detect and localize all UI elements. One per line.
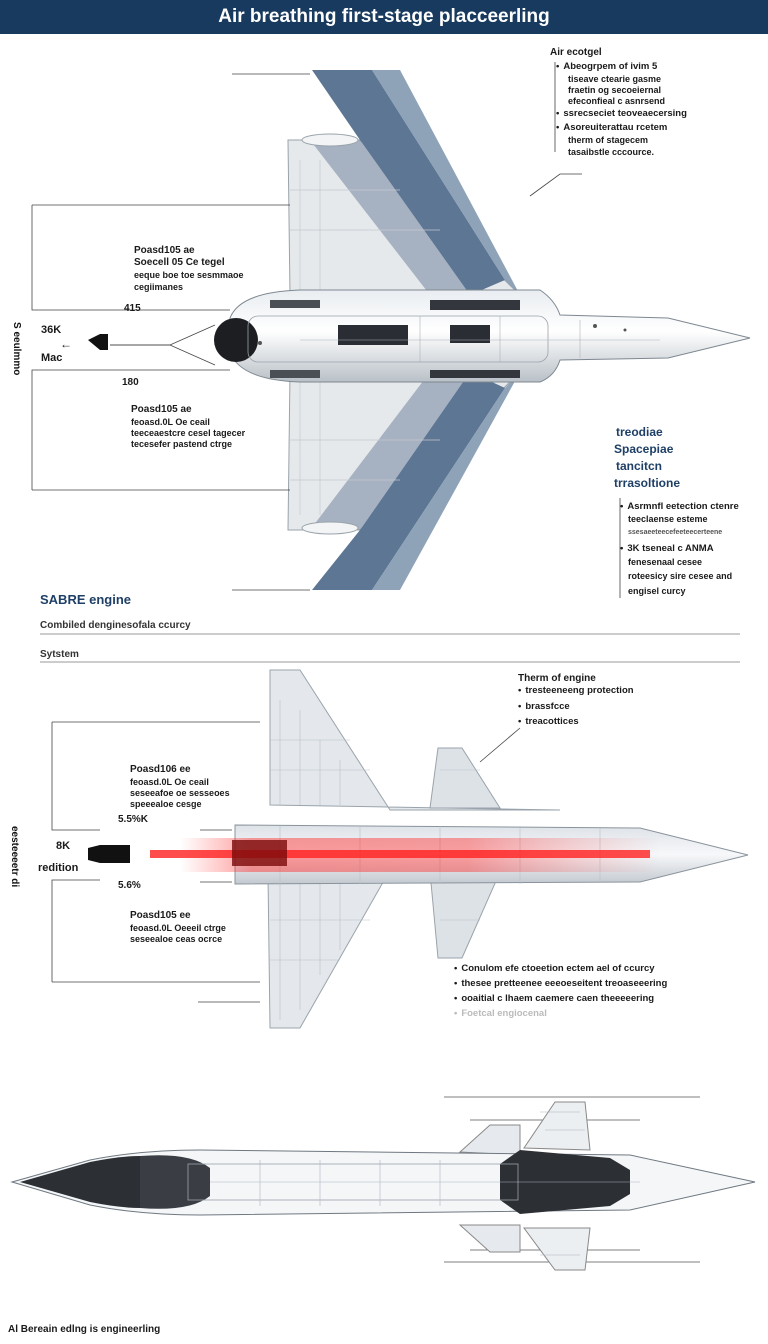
note-line: Poasd105 ae [134,245,195,256]
callout-bullet: tresteeneeng protection [518,684,633,697]
note-line: tecesefer pastend ctrge [131,439,233,449]
callout-bullet: brassfcce [518,700,569,713]
aircraft-top-view [88,70,751,590]
dimension-bottom-2: 5.6% [118,880,141,891]
side-bullet: Asrmnfl eetection ctenre [620,500,738,513]
side-heading-line: Spacepiae [614,442,674,456]
callout-title-2: Therm of engine [518,673,596,684]
side-bullet-cont: fenesenaal cesee [628,557,703,567]
note-line: speeealoe cesge [130,799,202,809]
bottom-bullet: Foetcal engiocenal [454,1007,547,1020]
callout-bullet-cont: fraetin og secoeiernal [568,85,662,95]
note-line: feoasd.0L Oe ceail [130,777,209,787]
callout-bullet-cont: therm of stagecem [568,135,649,145]
note-line: Poasd106 ee [130,764,191,775]
side-heading-line: trrasoltione [614,476,681,490]
side-heading-line: treodiae [616,425,663,439]
engine-section-title: SABRE engine [40,592,132,607]
note-line: seseealoe ceas ocrce [130,934,223,944]
engine-unit-1: Mac [41,352,63,364]
engine-value-2: 8K [56,840,71,852]
side-bullet-cont: roteesicy sire cesee and [628,571,733,581]
side-bullet-cont: ssesaeeteecefeeteecerteene [628,529,723,536]
aircraft-side-view [10,1096,756,1271]
side-heading-line: tancitcn [616,459,663,473]
callout-bullet: ssrecseciet teoveaecersing [556,107,687,120]
note-line: cegiimanes [134,282,184,292]
note-line: teeceaestcre cesel tagecer [131,428,246,438]
note-line: seseeafoe oe sesseoes [130,788,230,798]
dimension-bottom-1: 180 [122,377,139,388]
vertical-label-2: eesteeeetr di [9,826,20,888]
section-line-1: Combiled denginesofala ccurcy [40,620,191,631]
side-bullet-cont: teeclaense esteme [628,514,708,524]
dimension-lines-2 [51,721,521,1003]
dimension-lines-1 [31,62,621,598]
bottom-bullet: thesee pretteenee eeeoeseitent treoaseee… [454,977,667,990]
bottom-bullet: Conulom efe ctoeetion ectem ael of ccurc… [454,962,654,975]
note-line: feoasd.0L Oe ceail [131,417,210,427]
title-banner: Air breathing first-stage placceerling [0,0,768,34]
dimension-top-2: 5.5%K [118,814,149,825]
callout-title-1: Air ecotgel [550,47,602,58]
callout-bullet-cont: efeconfieal c asnrsend [568,96,666,106]
callout-bullet: Abeogrpem of ivim 5 [556,60,657,73]
dimension-top-1: 415 [124,303,141,314]
section-line-2: Sytstem [40,649,79,660]
callout-bullet: Asoreuiterattau rcetem [556,121,667,134]
note-line: Poasd105 ee [130,910,191,921]
note-line: feoasd.0L Oeeeil ctrge [130,923,226,933]
aircraft-thermal-view [88,669,749,1029]
vertical-label-1: S eeulmmo [11,322,22,376]
engine-unit-2: redition [38,862,79,874]
note-line: Soecell 05 Ce tegel [134,257,225,268]
bottom-bullet: ooaitial c lhaem caemere caen theeeeerin… [454,992,654,1005]
spaceplane-diagram [10,62,756,1271]
engine-value-1: 36K [41,324,62,336]
note-line: eeque boe toe sesmmaoe [134,270,244,280]
side-bullet: 3K tseneal c ANMA [620,542,713,555]
callout-bullet-cont: tiseave ctearie gasme [568,74,662,84]
footer-caption: Al Bereain edlng is engineerling [8,1324,161,1335]
callout-bullet-cont: tasaibstle cccource. [568,147,655,157]
page-title: Air breathing first-stage placceerling [218,6,550,27]
note-line: Poasd105 ae [131,404,192,415]
arrow-left-icon: ← [60,337,72,351]
callout-bullet: treacottices [518,715,578,728]
side-bullet-cont: engisel curcy [628,586,686,596]
